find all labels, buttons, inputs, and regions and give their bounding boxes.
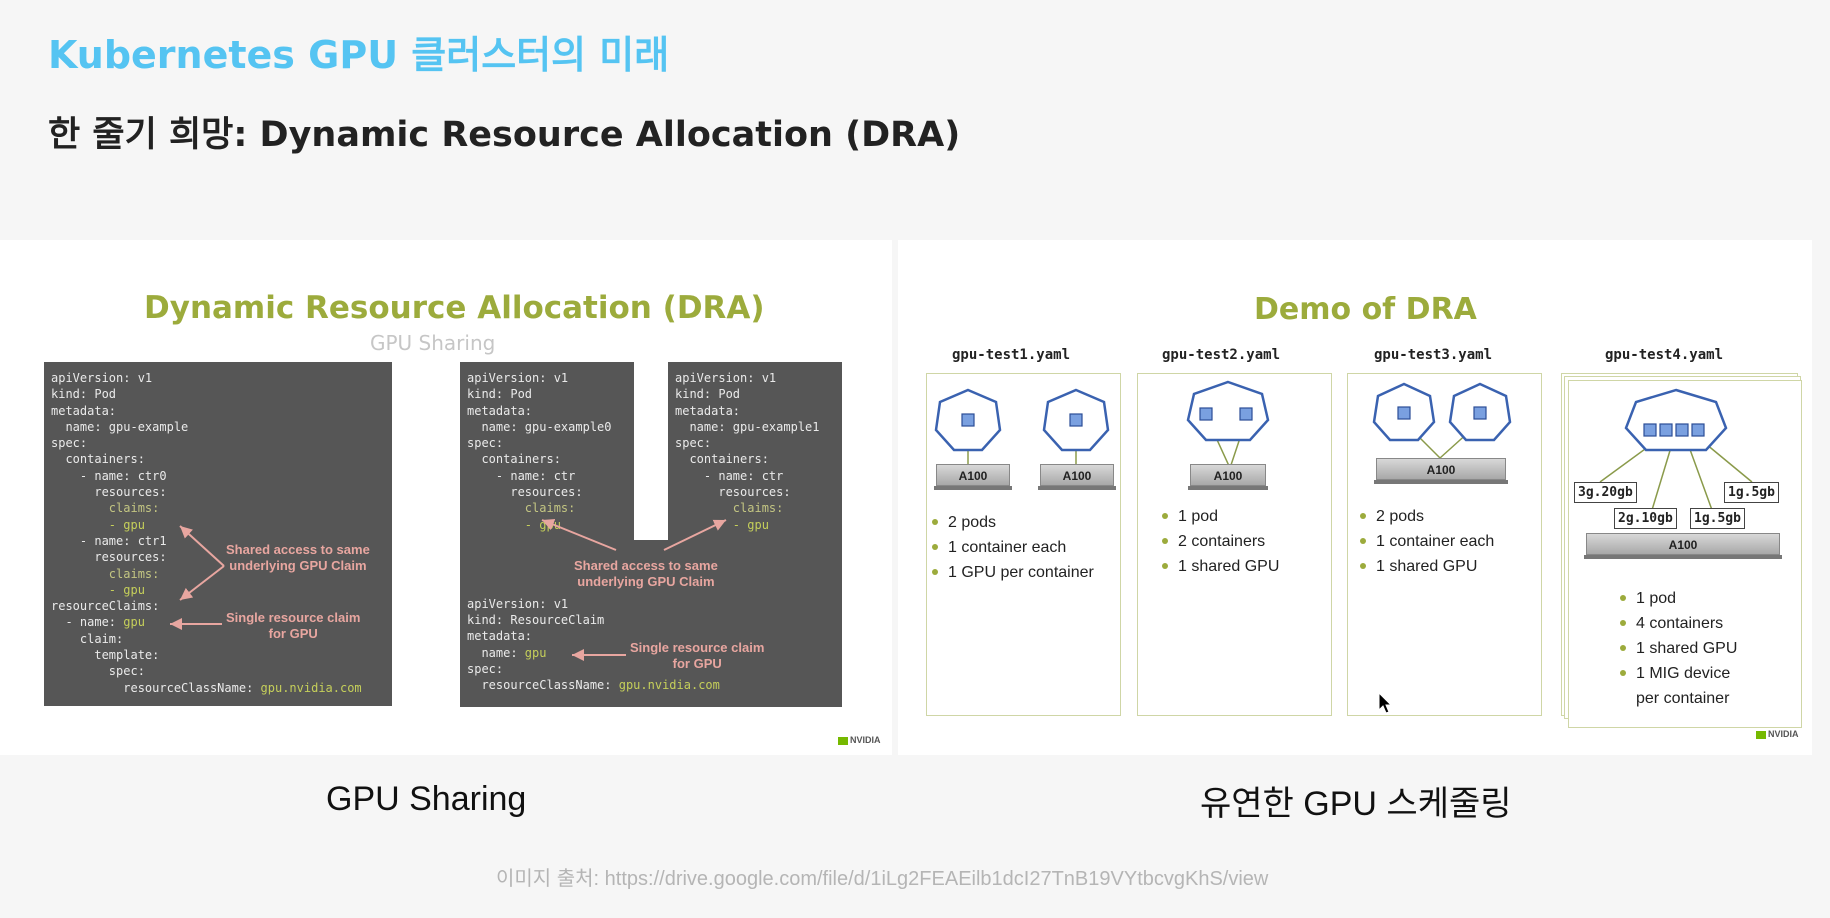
caption-flexible-scheduling: 유연한 GPU 스케줄링 bbox=[1200, 785, 1512, 823]
gpu-card-test4: A100 bbox=[1584, 533, 1782, 559]
mig-profile-2g10gb: 2g.10gb bbox=[1614, 508, 1677, 529]
gpu-card-test1-b: A100 bbox=[1038, 464, 1116, 490]
list-item: 2 containers bbox=[1162, 533, 1279, 550]
mouse-cursor-icon bbox=[1378, 692, 1393, 714]
yaml-label-test1: gpu-test1.yaml bbox=[952, 347, 1071, 363]
yaml-label-test2: gpu-test2.yaml bbox=[1162, 347, 1281, 363]
page-title: Kubernetes GPU 클러스터의 미래 bbox=[48, 33, 670, 77]
list-item: 1 container each bbox=[1360, 533, 1494, 550]
list-item: 1 MIG device bbox=[1620, 665, 1737, 682]
list-item: 2 pods bbox=[932, 514, 1094, 531]
image-source-link[interactable]: 이미지 출처: https://drive.google.com/file/d/… bbox=[496, 868, 1269, 890]
slide-subtitle-gpu-sharing: GPU Sharing bbox=[370, 331, 496, 355]
code-block-pod-example: apiVersion: v1 kind: Pod metadata: name:… bbox=[44, 362, 392, 706]
code-block-resource-claim: apiVersion: v1 kind: ResourceClaim metad… bbox=[460, 539, 842, 707]
gpu-card-test1-a: A100 bbox=[934, 464, 1012, 490]
caption-gpu-sharing: GPU Sharing bbox=[326, 780, 527, 818]
list-item: 1 pod bbox=[1620, 590, 1737, 607]
list-item-continued: per container bbox=[1636, 690, 1730, 707]
code-block-pod-example1: apiVersion: v1 kind: Pod metadata: name:… bbox=[668, 362, 842, 540]
list-item: 1 shared GPU bbox=[1360, 558, 1494, 575]
list-item: 2 pods bbox=[1360, 508, 1494, 525]
test4-bullets: 1 pod 4 containers 1 shared GPU 1 MIG de… bbox=[1620, 590, 1737, 715]
yaml-label-test4: gpu-test4.yaml bbox=[1605, 347, 1724, 363]
test1-bullets: 2 pods 1 container each 1 GPU per contai… bbox=[932, 514, 1094, 589]
code-gap bbox=[634, 362, 668, 540]
pod-icon-test2 bbox=[1186, 380, 1270, 442]
code-block-pod-example0: apiVersion: v1 kind: Pod metadata: name:… bbox=[460, 362, 634, 540]
gpu-card-test2: A100 bbox=[1188, 464, 1268, 490]
list-item: 4 containers bbox=[1620, 615, 1737, 632]
mig-profile-1g5gb-a: 1g.5gb bbox=[1690, 508, 1745, 529]
test2-bullets: 1 pod 2 containers 1 shared GPU bbox=[1162, 508, 1279, 583]
slide-title-dra: Dynamic Resource Allocation (DRA) bbox=[144, 290, 765, 326]
yaml-label-test3: gpu-test3.yaml bbox=[1374, 347, 1493, 363]
page-subtitle: 한 줄기 희망: Dynamic Resource Allocation (DR… bbox=[48, 115, 961, 155]
list-item: 1 pod bbox=[1162, 508, 1279, 525]
list-item: 1 GPU per container bbox=[932, 564, 1094, 581]
list-item: 1 shared GPU bbox=[1620, 640, 1737, 657]
nvidia-logo-right: NVIDIA bbox=[1756, 729, 1799, 739]
gpu-card-test3: A100 bbox=[1374, 458, 1508, 484]
mig-profile-1g5gb-b: 1g.5gb bbox=[1724, 482, 1779, 503]
nvidia-logo-left: NVIDIA bbox=[838, 735, 881, 745]
test3-box bbox=[1347, 373, 1542, 716]
list-item: 1 shared GPU bbox=[1162, 558, 1279, 575]
list-item: 1 container each bbox=[932, 539, 1094, 556]
mig-profile-3g20gb: 3g.20gb bbox=[1574, 482, 1637, 503]
slide-title-demo: Demo of DRA bbox=[1254, 292, 1477, 327]
test3-bullets: 2 pods 1 container each 1 shared GPU bbox=[1360, 508, 1494, 583]
